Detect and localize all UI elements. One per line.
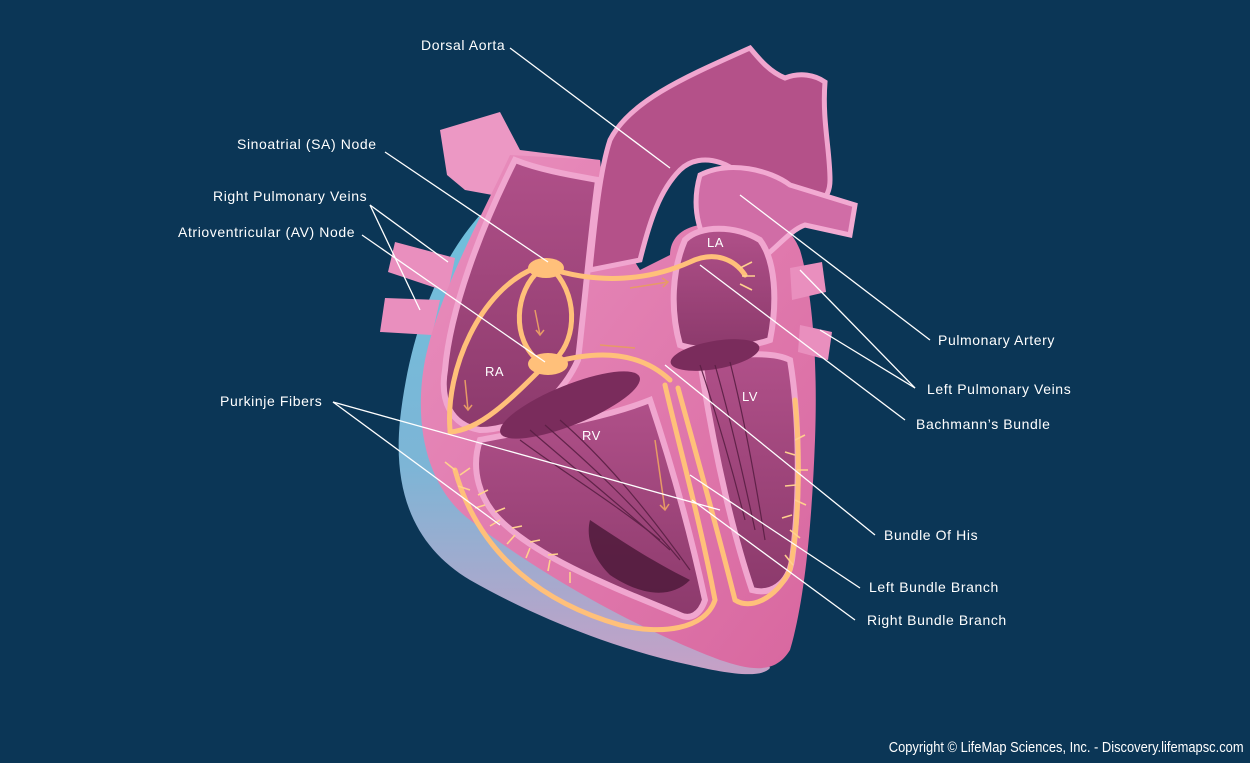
right-pulmonary-vein-lower [380, 298, 440, 335]
chamber-label-ra: RA [485, 364, 505, 379]
leader-lines [332, 47, 931, 621]
chamber-label-lv: LV [742, 389, 758, 404]
left-atrium [670, 225, 778, 353]
right-pulmonary-vein-upper [388, 242, 455, 292]
dorsal-aorta [587, 44, 833, 274]
label-sa-node: Sinoatrial (SA) Node [237, 136, 377, 152]
av-node [528, 353, 568, 375]
label-right-bundle-branch: Right Bundle Branch [867, 612, 1007, 628]
left-pulmonary-vein-upper [790, 262, 826, 300]
label-left-pulmonary-veins: Left Pulmonary Veins [927, 381, 1072, 397]
copyright-notice: Copyright © LifeMap Sciences, Inc. - Dis… [889, 739, 1244, 756]
label-bundle-of-his: Bundle Of His [884, 527, 979, 543]
label-dorsal-aorta: Dorsal Aorta [421, 37, 506, 53]
papillary-muscle [588, 520, 690, 593]
left-pulmonary-vein-lower [798, 325, 832, 360]
tricuspid-valve [500, 371, 640, 439]
label-right-pulmonary-veins: Right Pulmonary Veins [213, 188, 368, 204]
chamber-label-rv: RV [582, 428, 601, 443]
sa-node [528, 258, 564, 278]
label-purkinje-fibers: Purkinje Fibers [220, 393, 323, 409]
mitral-valve [670, 339, 760, 371]
conduction-system [447, 254, 801, 633]
chordae-tendineae [519, 361, 766, 571]
chamber-label-la: LA [707, 235, 724, 250]
pericardium [398, 215, 770, 675]
label-av-node: Atrioventricular (AV) Node [178, 224, 356, 240]
purkinje-fibers-drawing [444, 261, 808, 583]
label-bachmanns-bundle: Bachmann’s Bundle [916, 416, 1051, 432]
label-pulmonary-artery: Pulmonary Artery [938, 332, 1055, 348]
impulse-arrows [463, 277, 670, 512]
label-left-bundle-branch: Left Bundle Branch [869, 579, 999, 595]
